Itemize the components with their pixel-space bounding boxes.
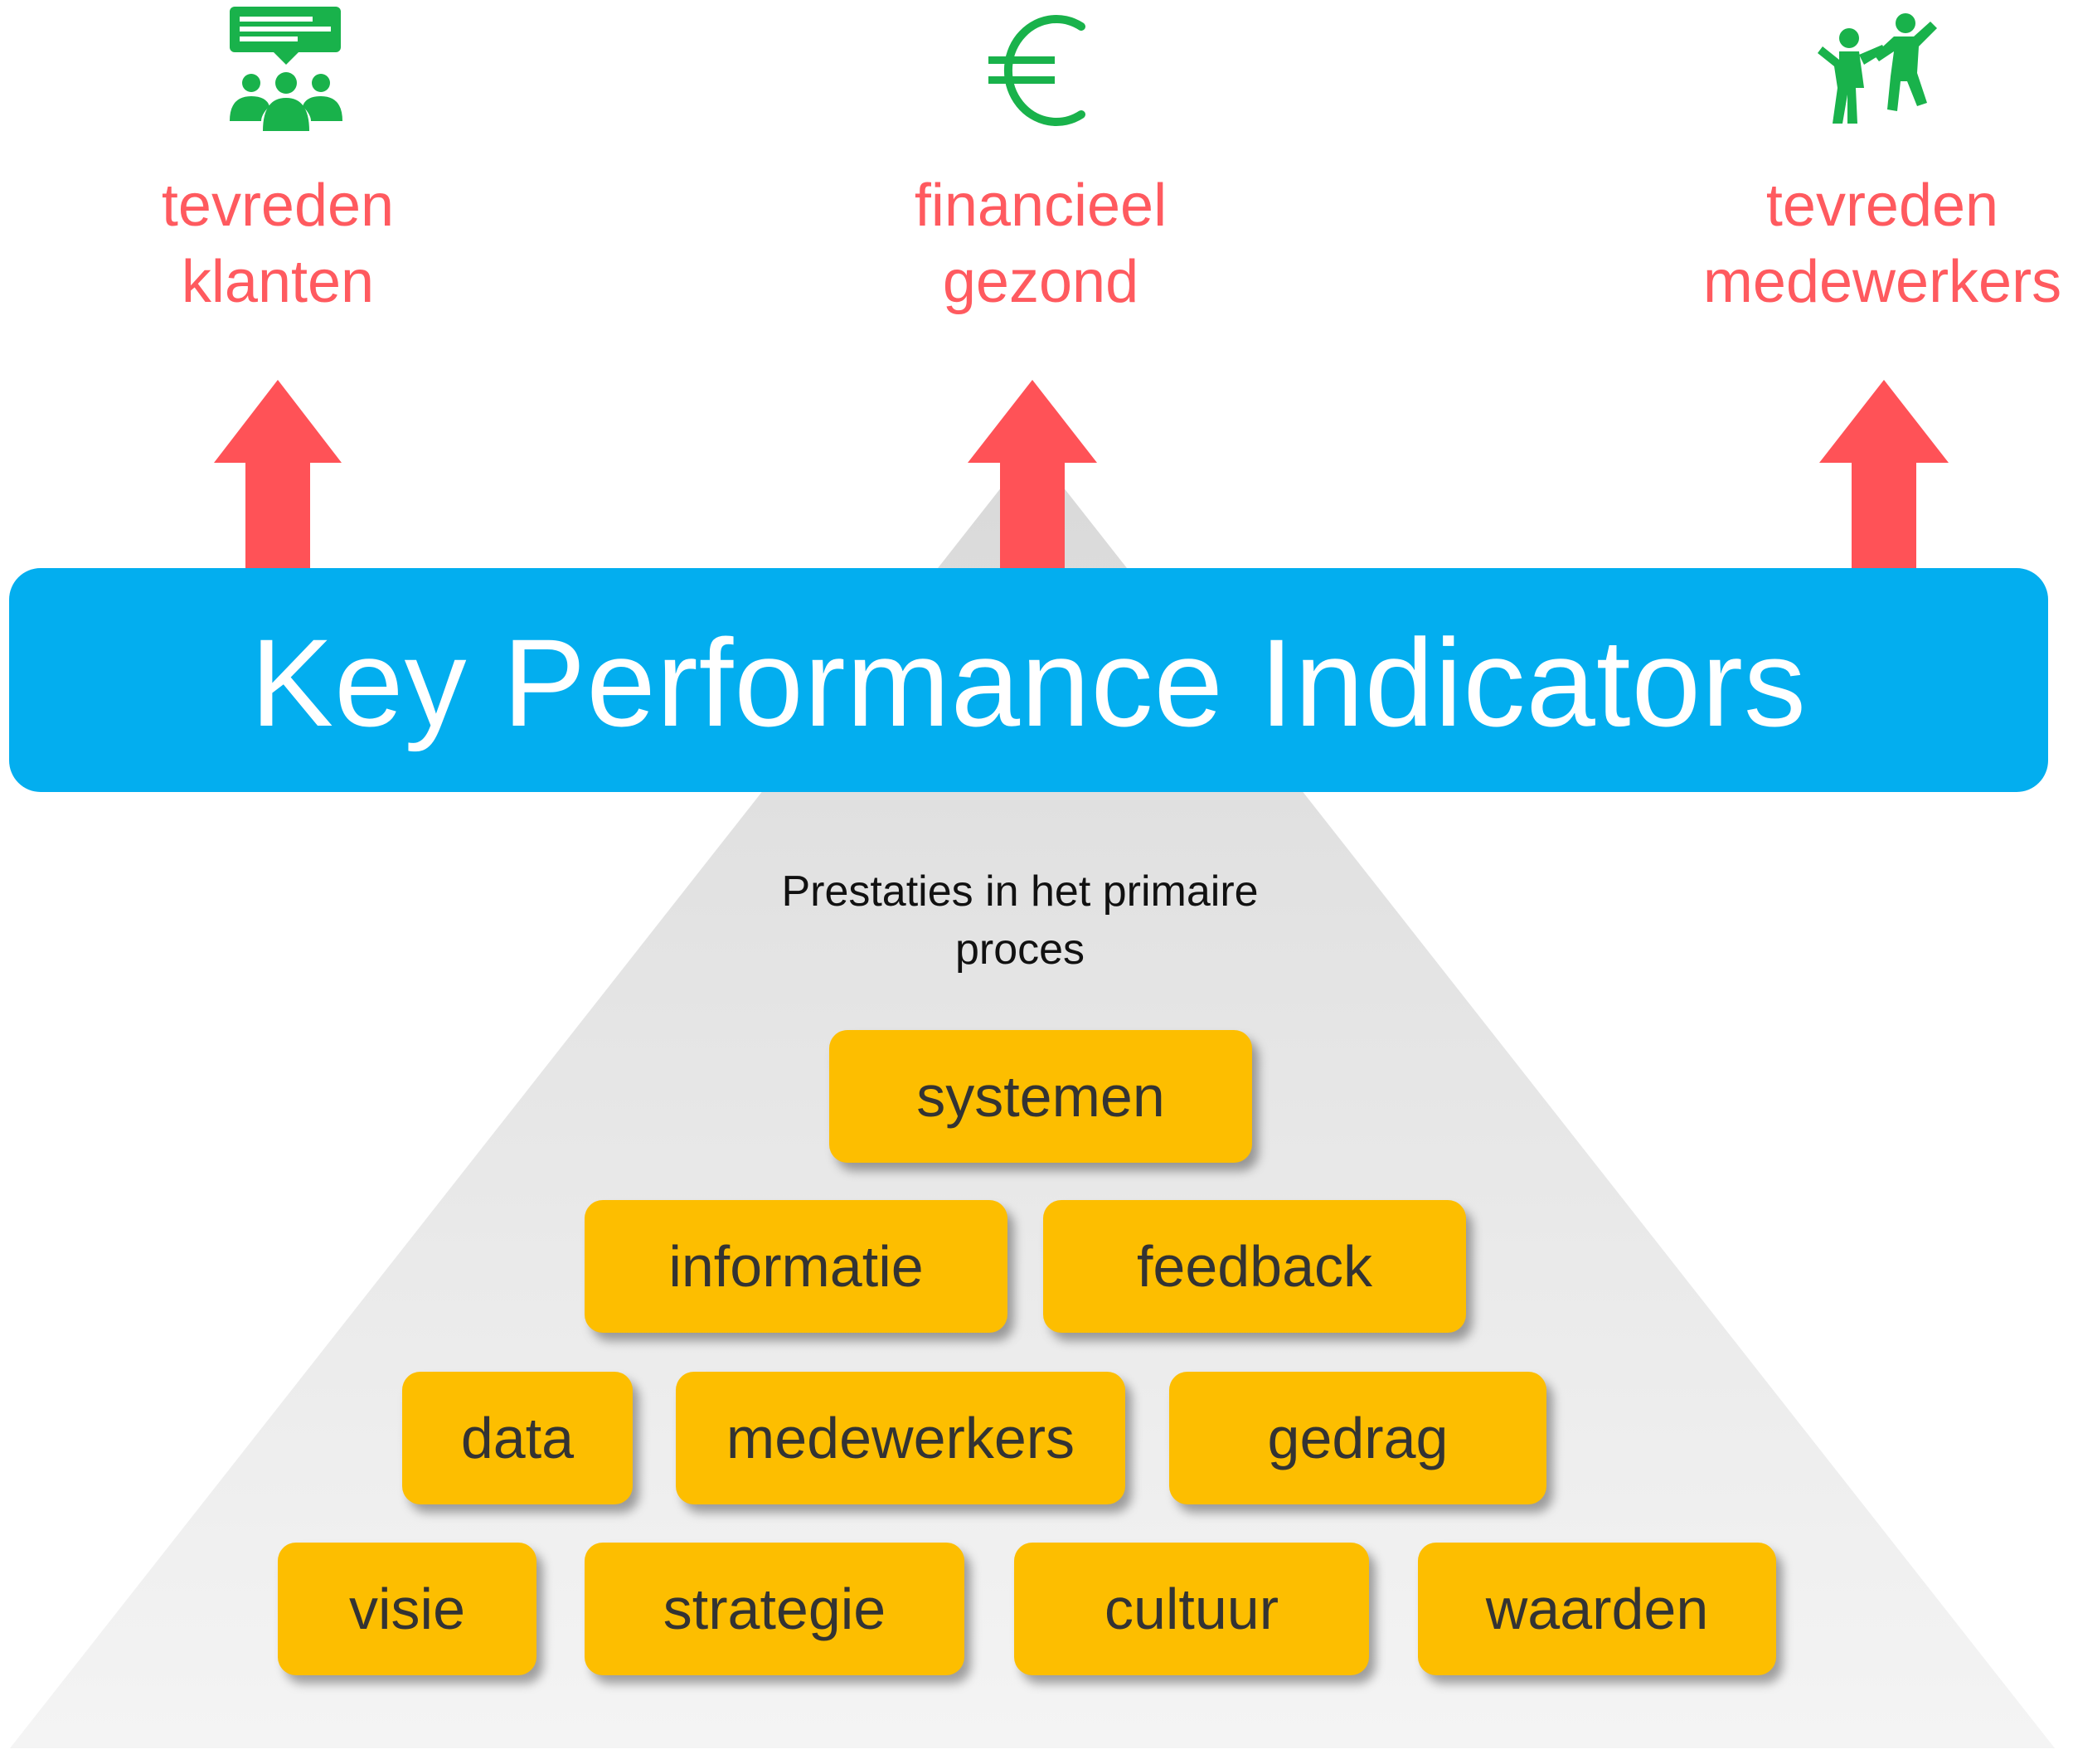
kpi-bar: Key Performance Indicators (9, 568, 2048, 792)
goal-label-line2: medewerkers (1702, 249, 2062, 315)
kpi-title: Key Performance Indicators (250, 612, 1807, 752)
customer-feedback-icon (230, 7, 342, 131)
up-arrow-icon (214, 380, 342, 572)
euro-icon (988, 15, 1085, 126)
up-arrow-icon (968, 380, 1097, 572)
pyramid-caption: Prestaties in het primaire proces (705, 863, 1335, 979)
goal-label-line2: gezond (942, 249, 1139, 315)
goal-label-medewerkers: tevreden medewerkers (1692, 168, 2073, 320)
pyramid-block-medewerkers: medewerkers (676, 1372, 1125, 1504)
pyramid-block-data: data (402, 1372, 633, 1504)
pyramid-block-informatie: informatie (585, 1200, 1007, 1333)
up-arrow-icon (1819, 380, 1949, 572)
pyramid-block-strategie: strategie (585, 1543, 964, 1675)
goal-label-line1: tevreden (1765, 173, 1999, 239)
pyramid-block-gedrag: gedrag (1169, 1372, 1546, 1504)
pyramid-block-visie: visie (278, 1543, 536, 1675)
cheering-employees-icon (1818, 13, 1937, 124)
goal-label-financieel: financieel gezond (867, 168, 1215, 320)
pyramid-block-systemen: systemen (829, 1030, 1252, 1163)
goal-label-line1: financieel (914, 173, 1168, 239)
goal-label-klanten: tevreden klanten (112, 168, 444, 320)
goal-label-line1: tevreden (161, 173, 395, 239)
pyramid-block-cultuur: cultuur (1014, 1543, 1369, 1675)
pyramid-caption-line2: proces (954, 926, 1085, 974)
pyramid-block-waarden: waarden (1418, 1543, 1776, 1675)
pyramid-block-feedback: feedback (1043, 1200, 1466, 1333)
goal-label-line2: klanten (181, 249, 375, 315)
pyramid-caption-line1: Prestaties in het primaire (781, 867, 1259, 916)
